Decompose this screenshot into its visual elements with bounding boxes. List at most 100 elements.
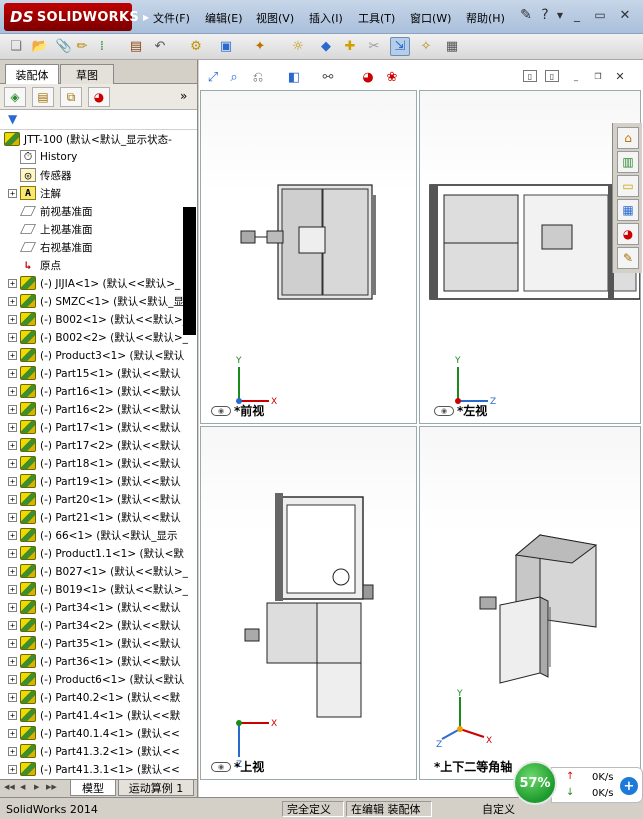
tree-item[interactable]: +(-) Part41.3.2<1> (默认<< [0, 742, 197, 760]
open-icon[interactable]: 📂 [31, 39, 49, 54]
tree-item[interactable]: +(-) Part21<1> (默认<<默认 [0, 508, 197, 526]
print-icon[interactable]: ▤ [129, 39, 143, 54]
expand-icon[interactable]: + [8, 440, 17, 450]
tree-item[interactable]: +(-) Part17<2> (默认<<默认 [0, 436, 197, 454]
properties-icon[interactable]: ▦ [445, 39, 459, 54]
expand-icon[interactable]: + [8, 584, 17, 594]
expand-icon[interactable]: + [8, 710, 17, 720]
appearances-icon[interactable]: ◕ [617, 223, 639, 245]
display-manager-icon[interactable]: ◕ [88, 87, 110, 107]
tree-item[interactable]: +(-) B002<1> (默认<<默认>_ [0, 310, 197, 328]
last-tab-icon[interactable]: ▶▶ [46, 783, 57, 791]
expand-icon[interactable]: + [8, 332, 17, 342]
tree-item[interactable]: 上视基准面 [0, 220, 197, 238]
expand-icon[interactable]: + [8, 512, 17, 522]
first-tab-icon[interactable]: ◀◀ [4, 783, 15, 791]
tree-item[interactable]: +(-) Part18<1> (默认<<默认 [0, 454, 197, 472]
expand-icon[interactable]: + [8, 692, 17, 702]
expand-icon[interactable]: + [8, 188, 17, 198]
design-library-icon[interactable]: ▥ [617, 151, 639, 173]
tree-item[interactable]: ⏱History [0, 148, 197, 166]
configuration-manager-icon[interactable]: ⧉ [60, 87, 82, 107]
tree-item[interactable]: +(-) Part17<1> (默认<<默认 [0, 418, 197, 436]
viewport-isometric[interactable]: Y X Z *上下二等角轴 [419, 426, 641, 780]
memory-usage-badge[interactable]: 57% [513, 761, 557, 805]
prev-tab-icon[interactable]: ◀ [20, 783, 26, 791]
expand-icon[interactable]: + [8, 278, 17, 288]
tab-assembly[interactable]: 装配体 [5, 64, 59, 84]
expand-icon[interactable]: + [8, 548, 17, 558]
expand-icon[interactable]: + [8, 404, 17, 414]
tree-item[interactable]: +(-) Product6<1> (默认<默认 [0, 670, 197, 688]
tree-item[interactable]: +(-) SMZC<1> (默认<默认_显 [0, 292, 197, 310]
tree-item[interactable]: +(-) B019<1> (默认<<默认>_ [0, 580, 197, 598]
options-gear-icon[interactable]: ☼ [292, 39, 304, 54]
expand-icon[interactable]: + [8, 638, 17, 648]
tab-model[interactable]: 模型 [70, 780, 116, 796]
tree-item[interactable]: +(-) B002<2> (默认<<默认>_ [0, 328, 197, 346]
assembly-tool-icon[interactable]: ◆ [321, 39, 331, 54]
attach-icon[interactable]: 📎 [55, 39, 73, 54]
help-icon[interactable]: ? [541, 7, 549, 23]
tree-item[interactable]: 前视基准面 [0, 202, 197, 220]
expand-icon[interactable]: + [8, 620, 17, 630]
expand-icon[interactable]: + [8, 476, 17, 486]
custom-properties-icon[interactable]: ✎ [617, 247, 639, 269]
menu-insert[interactable]: 插入(I) [309, 12, 343, 25]
move-component-button[interactable]: ⇲ [390, 37, 410, 56]
scene-icon[interactable]: ❀ [386, 69, 398, 85]
view-eye-icon[interactable]: ◉ [211, 405, 231, 416]
menu-help[interactable]: 帮助(H) [466, 12, 505, 25]
tree-root-assembly[interactable]: JTT-100 (默认<默认_显示状态- [0, 130, 197, 148]
tree-item[interactable]: +(-) Part16<1> (默认<<默认 [0, 382, 197, 400]
tree-item[interactable]: 右视基准面 [0, 238, 197, 256]
view-orientation-icon[interactable]: ◧ [287, 69, 301, 85]
expand-icon[interactable]: + [8, 602, 17, 612]
pin-icon[interactable]: ✎ [520, 7, 532, 23]
expand-arrows-icon[interactable]: » [180, 89, 188, 103]
tree-item[interactable]: +(-) Product1.1<1> (默认<默 [0, 544, 197, 562]
expand-icon[interactable]: + [8, 728, 17, 738]
feature-tree-icon[interactable]: ◈ [4, 87, 26, 107]
expand-icon[interactable]: + [8, 458, 17, 468]
insert-component-icon[interactable]: ✚ [344, 39, 356, 54]
zoom-area-icon[interactable]: ⌕ [230, 69, 238, 85]
expand-icon[interactable]: + [8, 764, 17, 774]
tree-item[interactable]: +(-) Part41.4<1> (默认<<默 [0, 706, 197, 724]
status-units[interactable]: 自定义 [482, 803, 515, 816]
menu-window[interactable]: 窗口(W) [410, 12, 452, 25]
viewport-maximize-icon[interactable]: ❐ [594, 71, 602, 81]
viewport-restore-icon[interactable]: ▯ [523, 70, 537, 82]
options-grid-icon[interactable]: ⁞ [99, 39, 105, 54]
tree-item[interactable]: +(-) Part19<1> (默认<<默认 [0, 472, 197, 490]
tree-item[interactable]: +(-) B027<1> (默认<<默认>_ [0, 562, 197, 580]
close-icon[interactable]: ✕ [619, 7, 631, 23]
undo-icon[interactable]: ↶ [154, 39, 166, 54]
tree-item[interactable]: +(-) Part20<1> (默认<<默认 [0, 490, 197, 508]
expand-icon[interactable]: + [8, 674, 17, 684]
viewport-left[interactable]: Y Z ◉ *左视 [419, 90, 641, 424]
expand-icon[interactable]: + [8, 656, 17, 666]
tree-item[interactable]: ↳原点 [0, 256, 197, 274]
tree-item[interactable]: ◎传感器 [0, 166, 197, 184]
expand-icon[interactable]: + [8, 530, 17, 540]
viewport-split-icon[interactable]: ▯ [545, 70, 559, 82]
previous-view-icon[interactable]: ⎌ [252, 69, 264, 85]
appearance-icon[interactable]: ◕ [362, 69, 374, 85]
next-tab-icon[interactable]: ▶ [34, 783, 40, 791]
tree-item[interactable]: +(-) Part34<2> (默认<<默认 [0, 616, 197, 634]
property-manager-icon[interactable]: ▤ [32, 87, 54, 107]
viewport-top[interactable]: Z X ◉ *上视 [200, 426, 417, 780]
view-eye-icon[interactable]: ◉ [211, 761, 231, 772]
expand-icon[interactable]: + [8, 368, 17, 378]
expand-icon[interactable]: + [8, 422, 17, 432]
tree-item[interactable]: +(-) JIJIA<1> (默认<<默认>_ [0, 274, 197, 292]
menu-view[interactable]: 视图(V) [256, 12, 295, 25]
menu-edit[interactable]: 编辑(E) [205, 12, 243, 25]
menu-tools[interactable]: 工具(T) [358, 12, 396, 25]
mate-icon[interactable]: ✂ [368, 39, 380, 54]
expand-icon[interactable]: + [8, 314, 17, 324]
viewport-front[interactable]: Y X ◉ *前视 [200, 90, 417, 424]
viewport-minimize-icon[interactable]: _ [574, 71, 578, 81]
